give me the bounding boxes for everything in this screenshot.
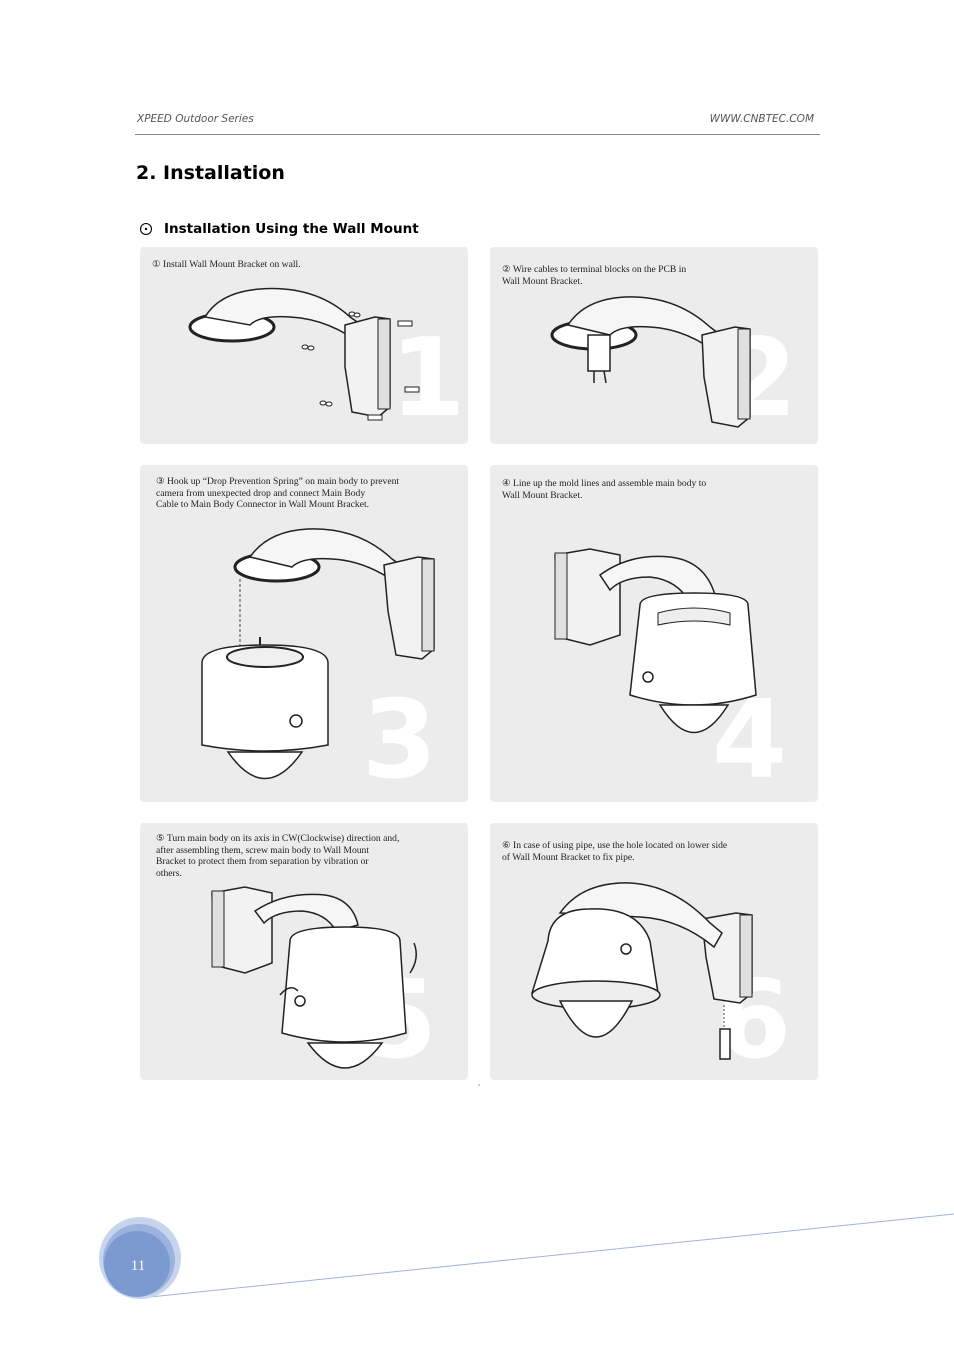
subheading: Installation Using the Wall Mount bbox=[138, 221, 419, 237]
header-rule bbox=[135, 134, 820, 135]
step-caption-5: ⑤ Turn main body on its axis in CW(Clock… bbox=[156, 833, 400, 879]
section-title: 2. Installation bbox=[136, 162, 285, 184]
step-caption-4: ④ Line up the mold lines and assemble ma… bbox=[502, 478, 707, 501]
step-number-3: 3 bbox=[362, 678, 438, 802]
turn-clockwise-illustration bbox=[211, 886, 417, 1069]
header-left-text: XPEED Outdoor Series bbox=[137, 113, 254, 125]
step-panel-4: 4 ④ Line up the mold lines and assemble … bbox=[490, 465, 818, 802]
step-panel-1: 1 ① Install Wall Mount Bracket on wall. bbox=[140, 247, 468, 444]
step-caption-6: ⑥ In case of using pipe, use the hole lo… bbox=[502, 840, 728, 863]
stray-dot bbox=[478, 1084, 480, 1086]
assemble-main-body-illustration bbox=[554, 548, 757, 734]
drop-prevention-spring-illustration bbox=[201, 528, 435, 780]
step-caption-3: ③ Hook up “Drop Prevention Spring” on ma… bbox=[156, 476, 400, 510]
pipe-mount-illustration bbox=[531, 882, 753, 1060]
step-panel-2: 2 ② Wire cables to terminal blocks on th… bbox=[490, 247, 818, 444]
page-number: 11 bbox=[130, 1258, 146, 1274]
page-number-badge bbox=[99, 1217, 181, 1299]
circle-dot-bullet-icon bbox=[139, 222, 153, 236]
step-panel-6: 6 ⑥ In case of using pipe, use the hole … bbox=[490, 823, 818, 1080]
wall-bracket-install-illustration bbox=[188, 287, 420, 421]
step-panel-5: 5 ⑤ Turn main body on its axis in CW(Clo… bbox=[140, 823, 468, 1080]
wire-cables-illustration bbox=[550, 296, 751, 428]
header-right-text: WWW.CNBTEC.COM bbox=[709, 113, 814, 125]
step-caption-2: ② Wire cables to terminal blocks on the … bbox=[502, 264, 687, 287]
subheading-text: Installation Using the Wall Mount bbox=[164, 221, 419, 237]
step-number-1: 1 bbox=[390, 316, 466, 441]
step-caption-1: ① Install Wall Mount Bracket on wall. bbox=[152, 259, 301, 270]
step-panel-3: 3 ③ Hook up “Drop Prevention Spring” on … bbox=[140, 465, 468, 802]
